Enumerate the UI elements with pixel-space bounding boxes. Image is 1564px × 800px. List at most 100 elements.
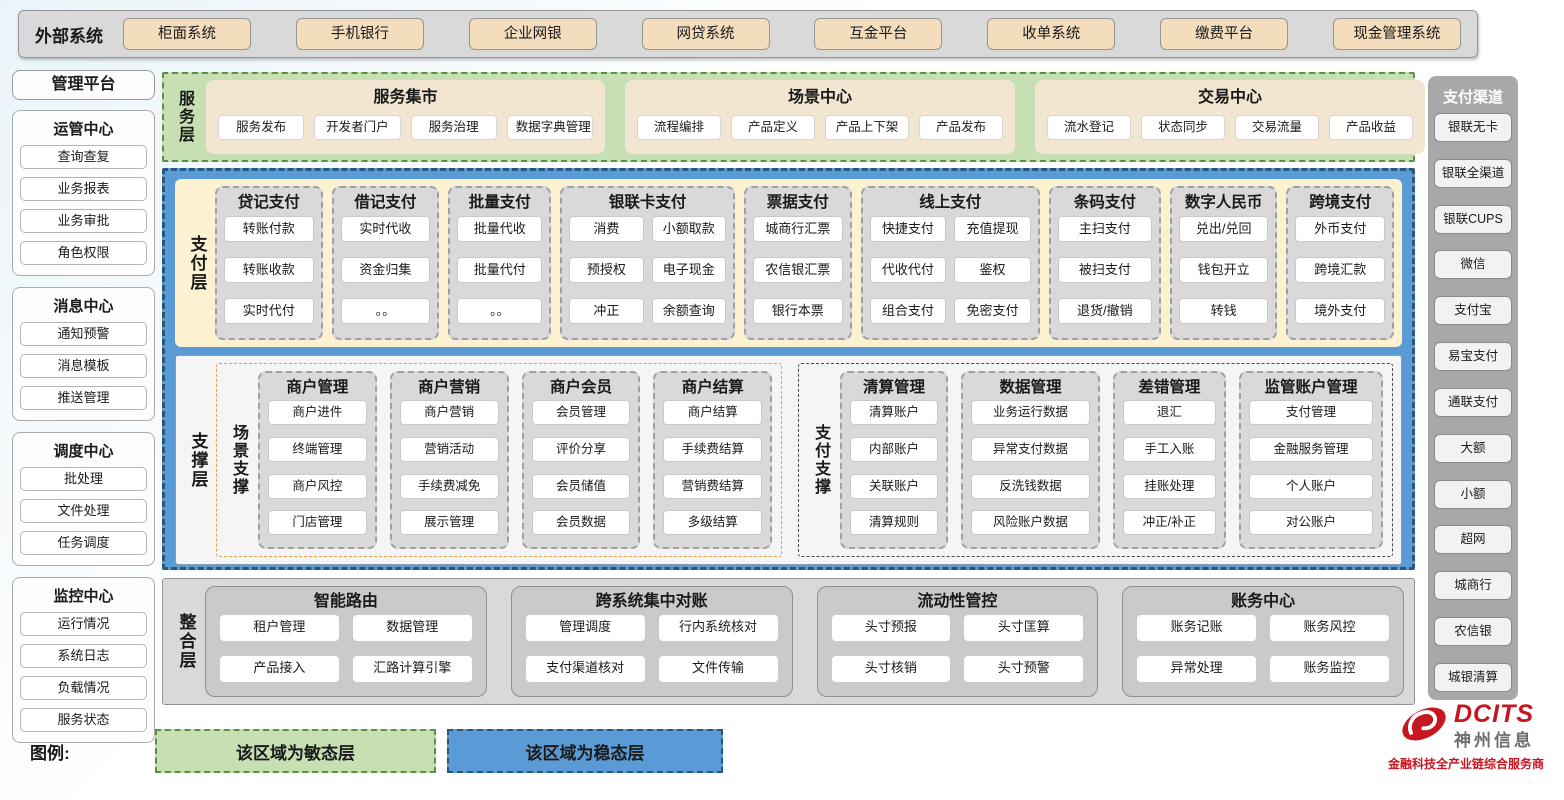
management-center-button[interactable]: 负载情况 [20,676,147,700]
payment-group-button[interactable]: 消费 [569,216,644,242]
support-group-button[interactable]: 清算账户 [850,400,938,425]
payment-group-button[interactable]: 免密支付 [954,298,1031,324]
external-system-button[interactable]: 企业网银 [468,18,597,50]
support-group-button[interactable]: 风险账户数据 [971,510,1090,536]
payment-group-button[interactable]: 转账收款 [224,257,314,283]
integration-group-button[interactable]: 头寸匡算 [964,615,1084,641]
management-center-button[interactable]: 业务审批 [20,209,147,233]
channel-button[interactable]: 小额 [1434,479,1512,509]
support-group-button[interactable]: 评价分享 [531,436,631,462]
external-system-button[interactable]: 网贷系统 [641,18,770,50]
support-group-button[interactable]: 会员储值 [531,473,631,499]
support-group-button[interactable]: 多级结算 [663,510,763,536]
service-button[interactable]: 产品收益 [1329,115,1414,140]
management-center-button[interactable]: 角色权限 [20,241,147,265]
support-group-button[interactable]: 冲正/补正 [1122,510,1216,536]
channel-button[interactable]: 银联CUPS [1434,204,1512,234]
payment-group-button[interactable]: 批量代付 [457,257,543,283]
support-group-button[interactable]: 商户进件 [268,400,367,425]
service-button[interactable]: 流水登记 [1047,115,1132,140]
management-center-button[interactable]: 业务报表 [20,177,147,201]
support-group-button[interactable]: 异常支付数据 [971,436,1090,462]
service-button[interactable]: 交易流量 [1235,115,1320,140]
channel-button[interactable]: 微信 [1434,250,1512,280]
channel-button[interactable]: 城商行 [1434,571,1512,601]
payment-group-button[interactable]: 小额取款 [651,216,726,242]
support-group-button[interactable]: 内部账户 [850,436,938,462]
support-group-button[interactable]: 会员数据 [531,510,631,536]
payment-group-button[interactable]: 主扫支付 [1057,216,1152,242]
support-group-button[interactable]: 手续费减免 [399,473,499,499]
payment-group-button[interactable]: 鉴权 [954,257,1031,283]
integration-group-button[interactable]: 账务记账 [1137,615,1257,641]
management-center-button[interactable]: 文件处理 [20,499,147,523]
channel-button[interactable]: 银联全渠道 [1434,158,1512,188]
payment-group-button[interactable]: 钱包开立 [1178,257,1269,283]
payment-group-button[interactable]: 电子现金 [651,257,726,283]
integration-group-button[interactable]: 数据管理 [352,615,472,641]
support-group-button[interactable]: 营销费结算 [663,473,763,499]
support-group-button[interactable]: 清算规则 [850,510,938,536]
support-group-button[interactable]: 关联账户 [850,473,938,499]
management-center-button[interactable]: 服务状态 [20,708,147,732]
integration-group-button[interactable]: 头寸预警 [964,656,1084,682]
support-group-button[interactable]: 支付管理 [1248,400,1373,425]
support-group-button[interactable]: 手工入账 [1122,436,1216,462]
service-button[interactable]: 产品发布 [919,115,1004,140]
external-system-button[interactable]: 现金管理系统 [1332,18,1461,50]
integration-group-button[interactable]: 管理调度 [525,615,645,641]
channel-button[interactable]: 银联无卡 [1434,113,1512,142]
payment-group-button[interactable]: 转账付款 [224,216,314,242]
payment-group-button[interactable]: 快捷支付 [869,216,947,242]
support-group-button[interactable]: 门店管理 [268,510,367,536]
payment-group-button[interactable]: 预授权 [569,257,644,283]
payment-group-button[interactable]: 外币支付 [1295,216,1386,242]
external-system-button[interactable]: 柜面系统 [123,18,251,50]
external-system-button[interactable]: 收单系统 [987,18,1116,50]
payment-group-button[interactable]: 冲正 [569,298,644,324]
payment-group-button[interactable]: 退货/撤销 [1057,298,1152,324]
service-button[interactable]: 流程编排 [637,115,722,140]
management-center-button[interactable]: 推送管理 [20,386,147,410]
external-system-button[interactable]: 缴费平台 [1160,18,1289,50]
support-group-button[interactable]: 手续费结算 [663,436,763,462]
integration-group-button[interactable]: 异常处理 [1137,656,1257,682]
channel-button[interactable]: 易宝支付 [1434,342,1512,372]
payment-group-button[interactable]: 实时代收 [340,216,431,242]
payment-group-button[interactable]: 境外支付 [1295,298,1386,324]
support-group-button[interactable]: 对公账户 [1248,510,1373,536]
integration-group-button[interactable]: 支付渠道核对 [525,656,645,682]
service-button[interactable]: 服务治理 [410,115,497,140]
support-group-button[interactable]: 终端管理 [268,436,367,462]
payment-group-button[interactable]: 城商行汇票 [753,216,843,242]
channel-button[interactable]: 支付宝 [1434,296,1512,326]
integration-group-button[interactable]: 头寸预报 [831,615,951,641]
management-center-button[interactable]: 运行情况 [20,612,147,636]
channel-button[interactable]: 通联支付 [1434,387,1512,417]
payment-group-button[interactable]: 被扫支付 [1057,257,1152,283]
payment-group-button[interactable]: 批量代收 [457,216,543,242]
integration-group-button[interactable]: 账务风控 [1270,615,1389,641]
service-button[interactable]: 产品上下架 [825,115,910,140]
integration-group-button[interactable]: 行内系统核对 [658,615,778,641]
support-group-button[interactable]: 展示管理 [399,510,499,536]
payment-group-button[interactable]: 代收代付 [869,257,947,283]
integration-group-button[interactable]: 产品接入 [220,656,339,682]
management-center-button[interactable]: 系统日志 [20,644,147,668]
support-group-button[interactable]: 金融服务管理 [1248,436,1373,462]
payment-group-button[interactable]: 组合支付 [869,298,947,324]
support-group-button[interactable]: 反洗钱数据 [971,473,1090,499]
payment-group-button[interactable]: 银行本票 [753,298,843,324]
integration-group-button[interactable]: 头寸核销 [831,656,951,682]
channel-button[interactable]: 城银清算 [1434,662,1512,692]
management-center-button[interactable]: 通知预警 [20,322,147,346]
support-group-button[interactable]: 个人账户 [1248,473,1373,499]
service-button[interactable]: 状态同步 [1141,115,1226,140]
payment-group-button[interactable]: 。。 [457,298,543,324]
payment-group-button[interactable]: 。。 [340,298,431,324]
channel-button[interactable]: 大额 [1434,433,1512,463]
external-system-button[interactable]: 互金平台 [814,18,943,50]
channel-button[interactable]: 超网 [1434,525,1512,555]
service-button[interactable]: 数据字典管理 [506,115,593,140]
support-group-button[interactable]: 会员管理 [531,400,631,425]
